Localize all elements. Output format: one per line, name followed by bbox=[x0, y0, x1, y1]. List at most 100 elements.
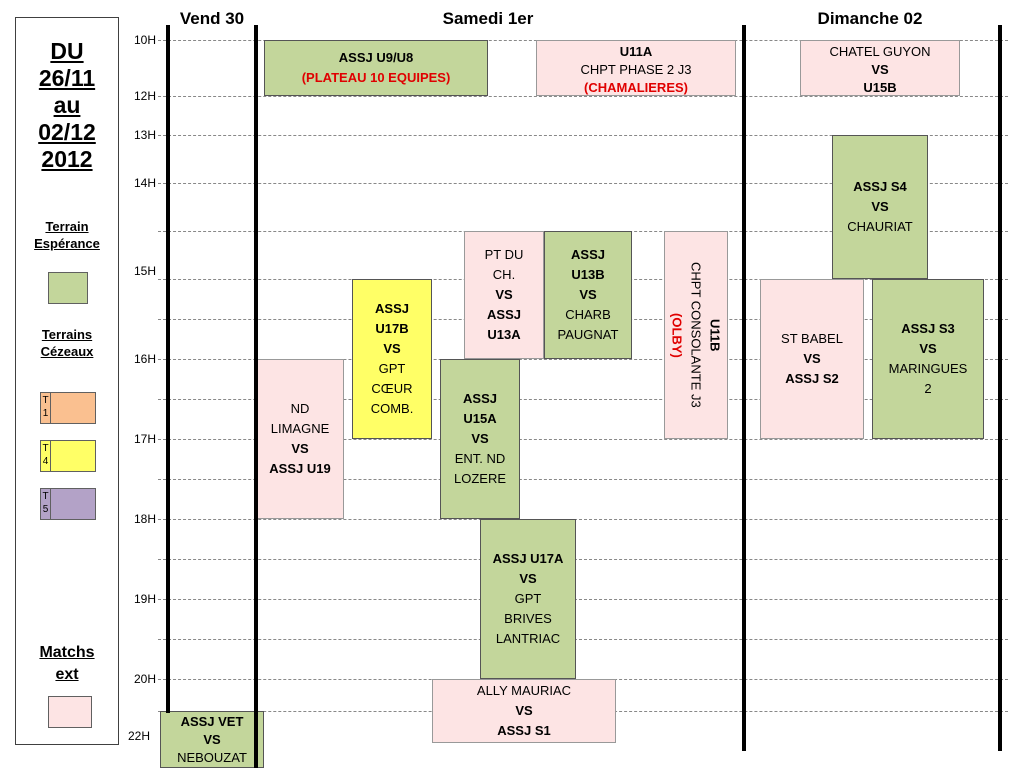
day-separator bbox=[166, 25, 170, 713]
event-text: ASSJ bbox=[487, 307, 521, 322]
event-nd-limagne[interactable]: ND LIMAGNE VS ASSJ U19 bbox=[256, 359, 344, 519]
event-text: GPT bbox=[514, 591, 542, 606]
hour-label: 14H bbox=[133, 176, 156, 190]
event-text: CHPT PHASE 2 J3 bbox=[580, 62, 692, 77]
event-u15a[interactable]: ASSJ U15A VS ENT. ND LOZERE bbox=[440, 359, 520, 519]
event-text: U11B bbox=[707, 318, 723, 352]
label-line: Matchs bbox=[39, 644, 95, 661]
label-line: Espérance bbox=[34, 236, 100, 251]
event-st-babel[interactable]: ST BABEL VS ASSJ S2 bbox=[760, 279, 864, 439]
event-text: 2 bbox=[924, 381, 932, 396]
event-text: ALLY MAURIAC bbox=[476, 683, 572, 698]
event-vet[interactable]: ASSJ VET VS NEBOUZAT bbox=[160, 711, 264, 768]
esperance-swatch bbox=[48, 272, 88, 304]
event-u9u8[interactable]: ASSJ U9/U8 (PLATEAU 10 EQUIPES) bbox=[264, 40, 488, 96]
date-line: au bbox=[53, 92, 81, 118]
event-text: U11A bbox=[619, 44, 653, 59]
event-text: VS bbox=[495, 287, 513, 302]
grid-line bbox=[158, 183, 1008, 184]
grid-line bbox=[158, 359, 1008, 360]
grid-line bbox=[158, 479, 1008, 480]
event-text: VS bbox=[871, 199, 889, 214]
hour-label: 20H bbox=[133, 672, 156, 686]
day-header-samedi: Samedi 1er bbox=[442, 9, 534, 28]
event-text: CHATEL GUYON bbox=[829, 44, 931, 59]
event-text: U13A bbox=[487, 327, 521, 342]
event-text: ST BABEL bbox=[781, 331, 843, 346]
event-text: VS bbox=[515, 703, 533, 718]
event-text: ENT. ND bbox=[454, 451, 506, 466]
legend-panel: DU 26/11 au 02/12 2012 Terrain Espérance… bbox=[15, 17, 119, 745]
t5-swatch: T 5 bbox=[40, 488, 96, 520]
t1-tag: T 1 bbox=[41, 393, 51, 423]
event-chatel-guyon[interactable]: CHATEL GUYON VS U15B bbox=[800, 40, 960, 96]
event-text: ASSJ S1 bbox=[497, 723, 551, 738]
hour-label: 13H bbox=[133, 128, 156, 142]
date-line: 26/11 bbox=[38, 65, 96, 91]
date-line: DU bbox=[50, 38, 84, 64]
event-text: ASSJ S2 bbox=[785, 371, 839, 386]
t5-tag: T 5 bbox=[41, 489, 51, 519]
grid-line bbox=[158, 399, 1008, 400]
event-text: U15B bbox=[863, 80, 897, 95]
event-text: ASSJ U17A bbox=[492, 551, 564, 566]
event-text: PT DU bbox=[484, 247, 524, 262]
event-text: VS bbox=[919, 341, 937, 356]
event-text: VS bbox=[383, 341, 401, 356]
event-text: CHAURIAT bbox=[847, 219, 913, 234]
event-text: VS bbox=[291, 441, 309, 456]
event-text: (CHAMALIERES) bbox=[584, 80, 688, 95]
ext-swatch bbox=[48, 696, 92, 728]
event-text: ASSJ bbox=[571, 247, 605, 262]
t4-swatch: T 4 bbox=[40, 440, 96, 472]
event-text: COMB. bbox=[370, 401, 414, 416]
event-text: VS bbox=[579, 287, 597, 302]
matchs-ext-label: Matchs ext bbox=[16, 642, 118, 686]
event-u17a[interactable]: ASSJ U17A VS GPT BRIVES LANTRIAC bbox=[480, 519, 576, 679]
date-line: 2012 bbox=[41, 146, 93, 172]
hour-label: 17H bbox=[133, 432, 156, 446]
event-text: CHPT CONSOLANTE J3 bbox=[688, 262, 704, 408]
day-separator bbox=[998, 25, 1002, 751]
event-text: LANTRIAC bbox=[495, 631, 561, 646]
grid-line bbox=[158, 96, 1008, 97]
hour-label: 22H bbox=[127, 729, 150, 743]
grid-line bbox=[158, 639, 1008, 640]
terrain-esperance-label: Terrain Espérance bbox=[16, 218, 118, 252]
grid-line bbox=[158, 599, 1008, 600]
terrains-cezeaux-label: Terrains Cézeaux bbox=[16, 326, 118, 360]
day-header-vend: Vend 30 bbox=[179, 9, 245, 28]
day-header-dimanche: Dimanche 02 bbox=[817, 9, 923, 28]
event-text: GPT bbox=[378, 361, 406, 376]
event-text: LOZERE bbox=[453, 471, 506, 486]
event-text: VS bbox=[471, 431, 489, 446]
date-line: 02/12 bbox=[38, 119, 96, 145]
event-text: VS bbox=[203, 732, 221, 747]
event-text: U13B bbox=[571, 267, 605, 282]
hour-label: 18H bbox=[133, 512, 156, 526]
event-text: (PLATEAU 10 EQUIPES) bbox=[301, 70, 451, 85]
label-line: Terrain bbox=[45, 219, 89, 234]
event-s3[interactable]: ASSJ S3 VS MARINGUES 2 bbox=[872, 279, 984, 439]
grid-line bbox=[158, 135, 1008, 136]
event-text: CHARB bbox=[565, 307, 611, 322]
grid-line bbox=[158, 519, 1008, 520]
event-text: PAUGNAT bbox=[557, 327, 619, 342]
event-text: LIMAGNE bbox=[270, 421, 330, 436]
label-line: ext bbox=[55, 666, 79, 683]
event-s4[interactable]: ASSJ S4 VS CHAURIAT bbox=[832, 135, 928, 279]
event-text: VS bbox=[803, 351, 821, 366]
event-u11a[interactable]: U11A CHPT PHASE 2 J3 (CHAMALIERES) bbox=[536, 40, 736, 96]
event-text: ASSJ S4 bbox=[853, 179, 907, 194]
day-separator bbox=[742, 25, 746, 751]
event-text: ASSJ bbox=[463, 391, 497, 406]
event-ally-mauriac[interactable]: ALLY MAURIAC VS ASSJ S1 bbox=[432, 679, 616, 743]
event-text: CŒUR bbox=[371, 381, 413, 396]
hour-label: 15H bbox=[133, 264, 156, 278]
event-pt-du-ch[interactable]: PT DU CH. VS ASSJ U13A bbox=[464, 231, 544, 359]
event-text: MARINGUES bbox=[888, 361, 968, 376]
event-u17b[interactable]: ASSJ U17B VS GPT CŒUR COMB. bbox=[352, 279, 432, 439]
event-u11b[interactable]: U11B CHPT CONSOLANTE J3 (OLBY) bbox=[664, 231, 728, 439]
event-u13b[interactable]: ASSJ U13B VS CHARB PAUGNAT bbox=[544, 231, 632, 359]
event-text: VS bbox=[519, 571, 537, 586]
